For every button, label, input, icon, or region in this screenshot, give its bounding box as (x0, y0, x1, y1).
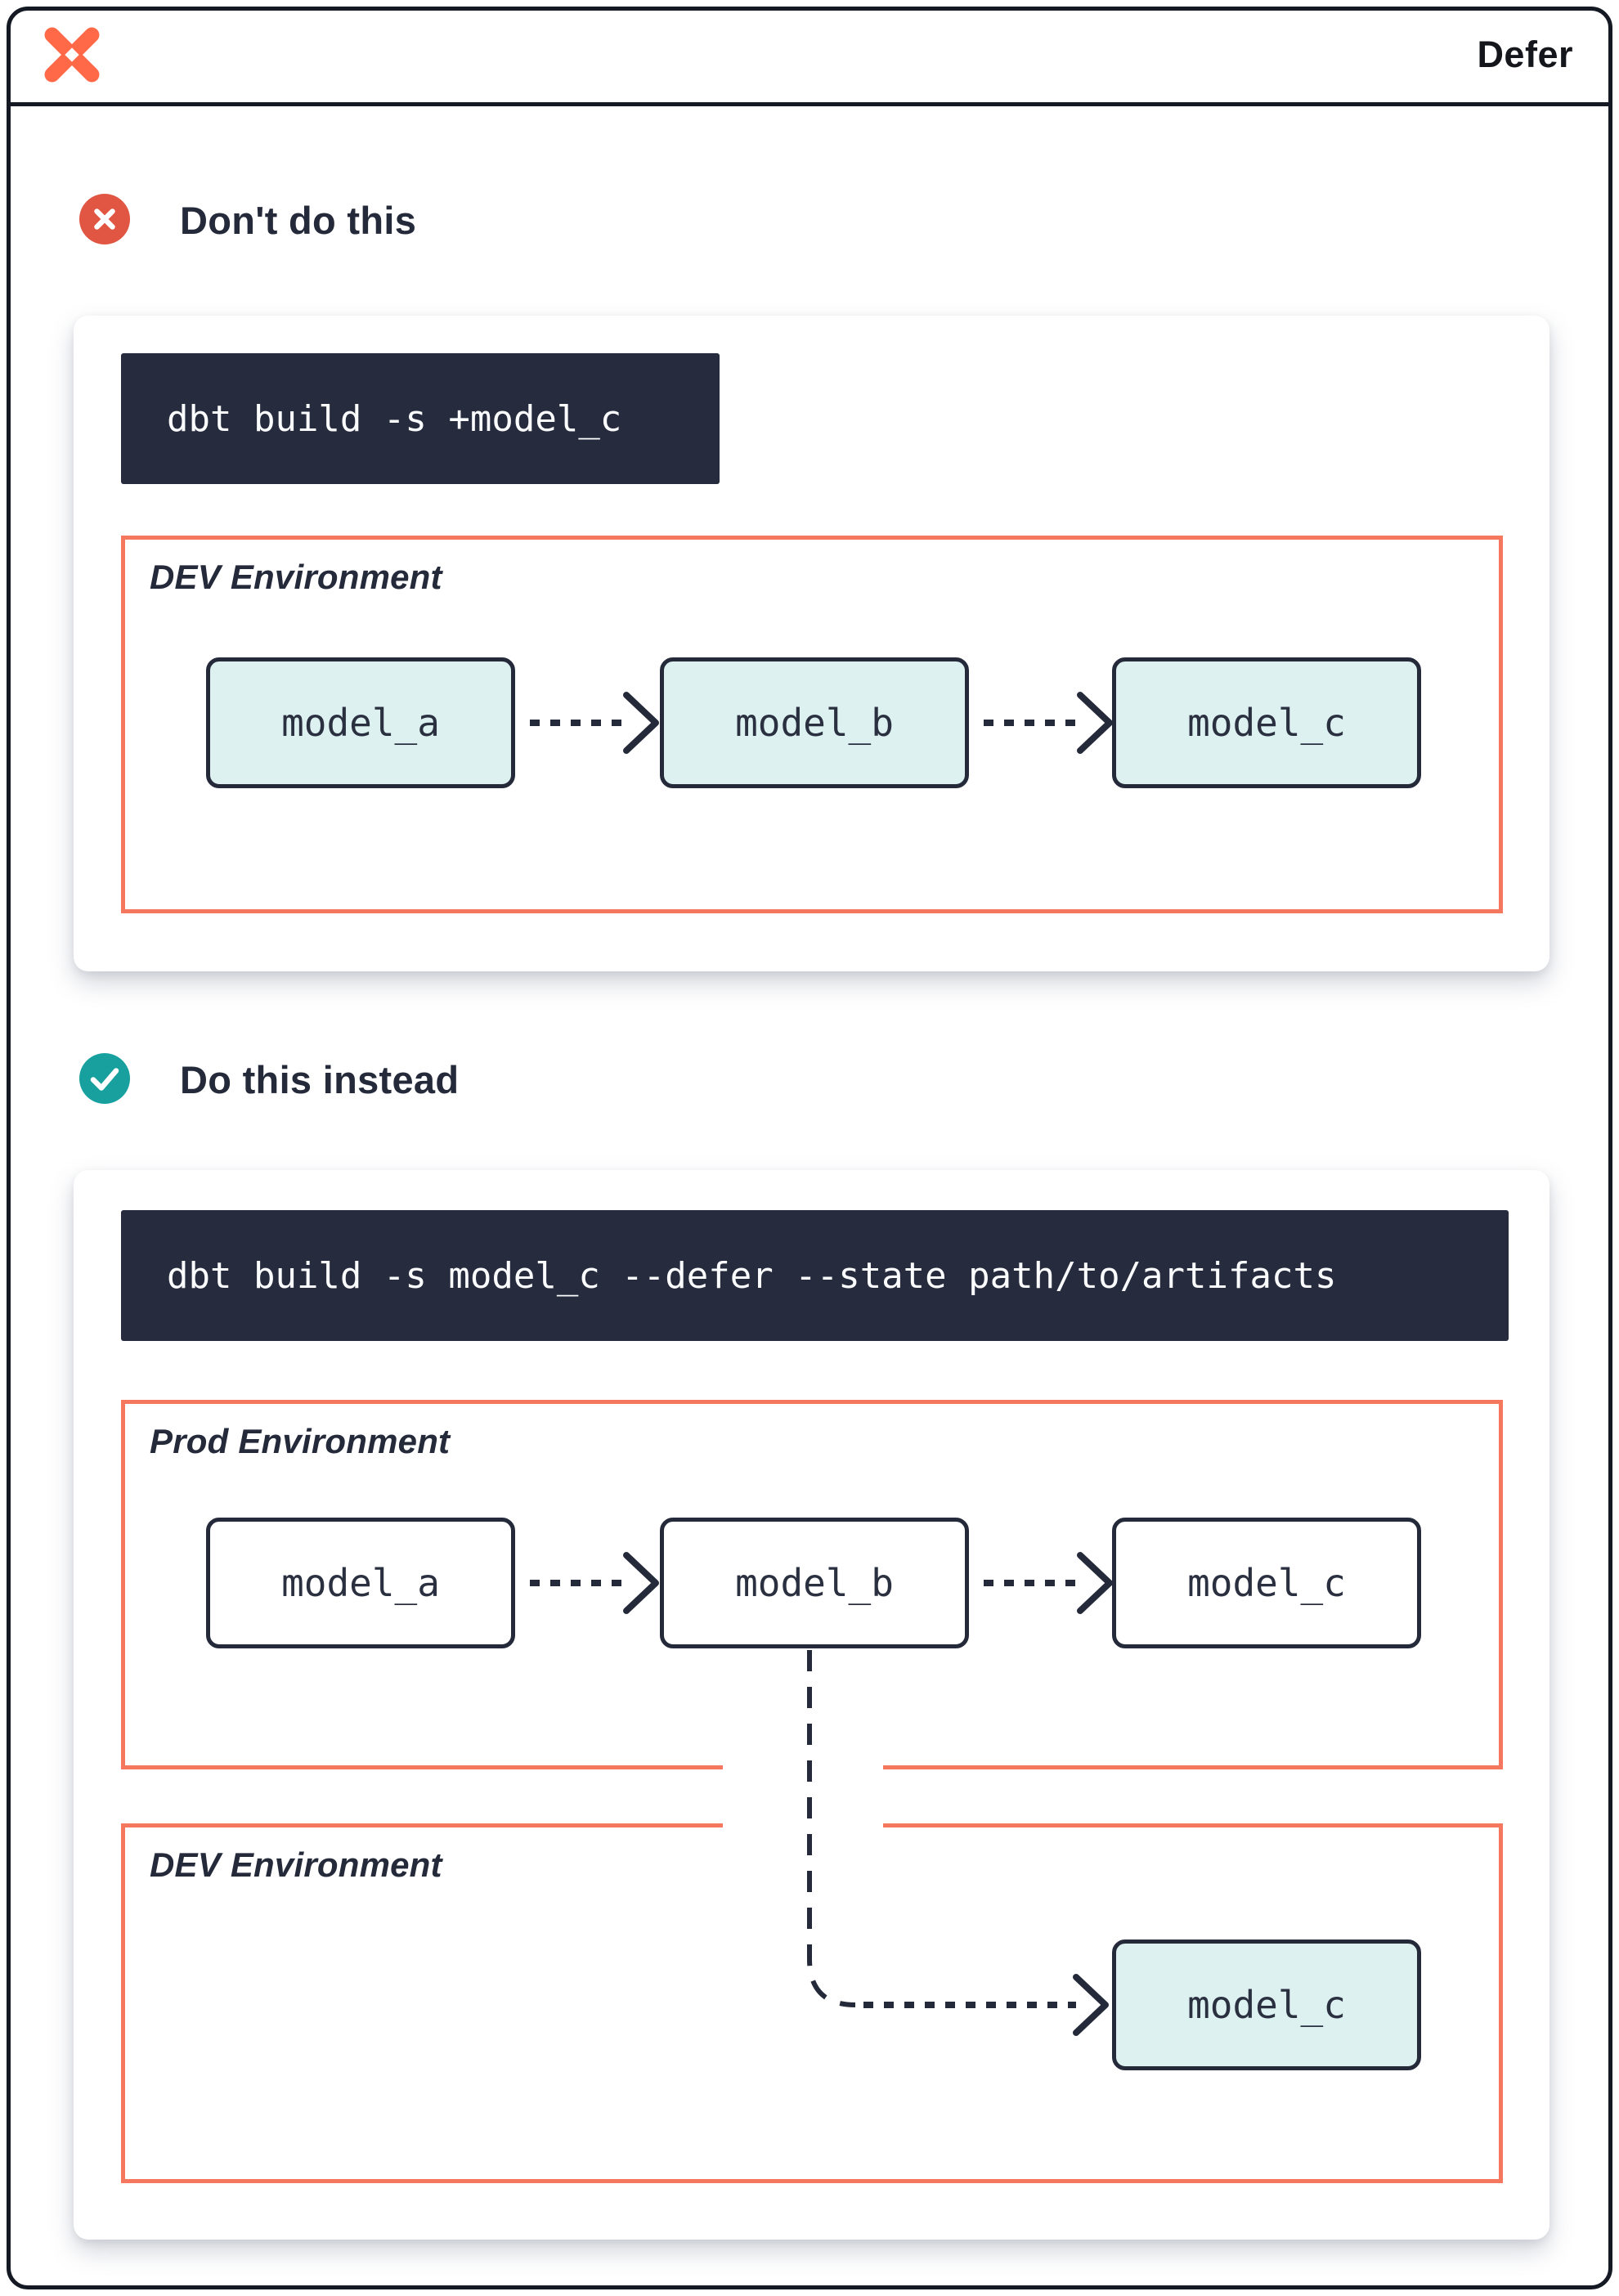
model-node: model_c (1112, 657, 1421, 788)
dont-do-this-heading: Don't do this (180, 199, 417, 242)
dont-command-code-block: dbt build -s +model_c (121, 353, 720, 484)
dbt-logo-icon (44, 27, 100, 82)
model-node: model_a (206, 1518, 515, 1648)
model-node: model_c (1112, 1939, 1421, 2070)
environment-label: Prod Environment (150, 1422, 451, 1460)
environment-label: DEV Environment (150, 558, 442, 596)
dev-environment-box-1: DEV Environment (121, 536, 1503, 913)
model-node: model_b (660, 657, 969, 788)
do-this-instead-heading: Do this instead (180, 1058, 460, 1101)
model-node: model_c (1112, 1518, 1421, 1648)
x-circle-icon (79, 194, 130, 244)
model-node: model_b (660, 1518, 969, 1648)
do-command-code-block: dbt build -s model_c --defer --state pat… (121, 1210, 1509, 1341)
check-circle-icon (79, 1053, 130, 1104)
environment-label: DEV Environment (150, 1845, 442, 1884)
model-node: model_a (206, 657, 515, 788)
page-title: Defer (1477, 33, 1573, 75)
header-bar: Defer (7, 7, 1612, 106)
